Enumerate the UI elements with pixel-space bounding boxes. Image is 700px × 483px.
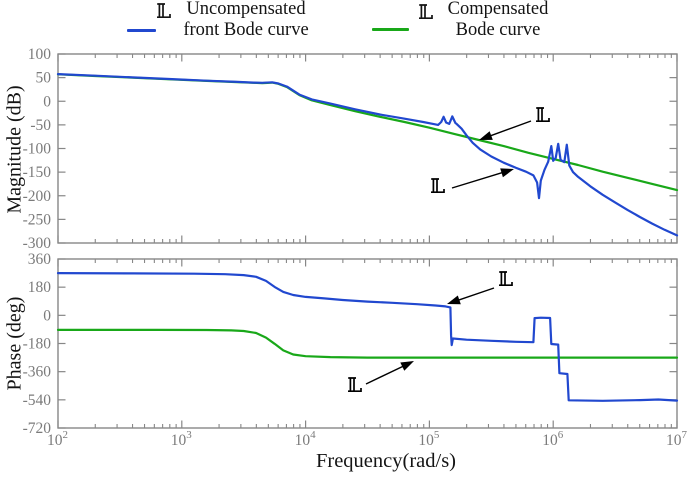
double-struck-L-icon xyxy=(431,178,445,194)
phase-y-tick-label: -540 xyxy=(23,392,52,409)
double-struck-L-icon xyxy=(348,377,362,393)
phase-curve-uncompensated xyxy=(56,272,679,402)
annotation-arrowhead-mag-lower xyxy=(500,168,514,178)
phase-y-tick-label: 180 xyxy=(28,279,52,296)
annotation-arrow-phase-upper xyxy=(456,287,495,302)
x-tick-label: 106 xyxy=(542,429,564,449)
phase-y-tick-label: 360 xyxy=(28,251,52,268)
legend-label-uncompensated: Uncompensated front Bode curve xyxy=(173,0,319,41)
legend-entry-uncompensated: Uncompensated front Bode curve xyxy=(127,0,317,46)
legend-label-line2: Bode curve xyxy=(455,20,541,40)
legend-label-line1: Uncompensated xyxy=(186,0,306,19)
magnitude-y-tick-label: -50 xyxy=(30,117,51,134)
phase-y-tick-label: 0 xyxy=(43,307,51,324)
annotation-arrowhead-mag-upper xyxy=(479,131,493,140)
double-struck-L-icon xyxy=(156,2,171,20)
double-struck-L-icon xyxy=(536,107,550,123)
legend-label-compensated: Compensated Bode curve xyxy=(432,0,564,41)
legend-label-line1: Compensated xyxy=(447,0,549,19)
double-struck-L-glyph xyxy=(157,3,171,19)
legend-label-line2: front Bode curve xyxy=(183,20,309,40)
x-tick-label: 104 xyxy=(295,429,317,449)
phase-curve-compensated xyxy=(56,328,679,359)
compensated-line-swatch xyxy=(372,28,409,31)
phase-plot-box xyxy=(57,258,678,429)
magnitude-y-tick-label: -200 xyxy=(23,188,52,205)
x-tick-label: 103 xyxy=(171,429,193,449)
magnitude-y-tick-label: -150 xyxy=(23,164,52,181)
magnitude-y-tick-label: 0 xyxy=(43,93,51,110)
magnitude-plot-box xyxy=(57,53,678,244)
x-axis-label: Frequency(rad/s) xyxy=(315,450,457,472)
phase-y-tick-label: -720 xyxy=(23,420,52,437)
magnitude-curve-uncompensated xyxy=(56,72,679,237)
magnitude-y-tick-label: -300 xyxy=(23,235,52,252)
annotation-arrow-mag-lower xyxy=(451,171,505,189)
x-tick-label: 102 xyxy=(47,429,68,449)
phase-y-tick-label: -180 xyxy=(23,336,52,353)
uncompensated-line-swatch xyxy=(127,29,156,32)
annotation-arrow-phase-lower xyxy=(365,364,406,385)
magnitude-axis-label: Magnitude (dB) xyxy=(3,85,26,214)
phase-axis-label: Phase (deg) xyxy=(3,296,26,391)
magnitude-y-tick-label: 100 xyxy=(28,46,52,63)
x-tick-label: 107 xyxy=(666,429,688,449)
legend-entry-compensated: Compensated Bode curve xyxy=(372,0,567,46)
double-struck-L-glyph xyxy=(419,4,433,20)
phase-y-tick-label: -360 xyxy=(23,364,52,381)
x-tick-label: 105 xyxy=(418,429,440,449)
magnitude-y-tick-label: -250 xyxy=(23,211,52,228)
double-struck-L-icon xyxy=(499,271,513,287)
annotation-arrowhead-phase-lower xyxy=(400,361,414,371)
annotation-arrowhead-phase-upper xyxy=(447,295,461,305)
double-struck-L-icon xyxy=(418,3,433,21)
magnitude-y-tick-label: 50 xyxy=(36,70,52,87)
magnitude-y-tick-label: -100 xyxy=(23,141,52,158)
annotation-arrow-mag-upper xyxy=(488,120,532,138)
magnitude-curve-compensated xyxy=(56,73,679,192)
